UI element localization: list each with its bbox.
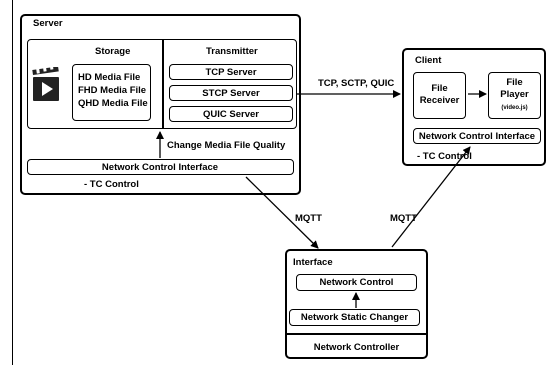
client-nci-box [413,128,541,144]
server-tc-control: - TC Control [84,179,139,190]
tcp-server-box [169,64,293,80]
tcp-server-label: TCP Server [205,66,257,78]
server-nci-box [27,159,294,175]
client-tc-control: - TC Control [417,151,472,162]
stcp-server-label: STCP Server [202,87,260,99]
mqtt-left-label: MQTT [295,213,322,224]
network-control-box [296,274,417,291]
network-controller-label: Network Controller [313,342,400,353]
quality-change-label: Change Media File Quality [167,140,286,151]
static-changer-label: Network Static Changer [300,312,409,323]
file-player-line2: Player [500,89,529,100]
quic-server-box [169,106,293,122]
protocols-label: TCP, SCTP, QUIC [318,78,395,89]
server-title: Server [33,18,63,29]
client-title: Client [415,55,442,66]
storage-title: Storage [95,46,131,57]
quic-server-label: QUIC Server [203,108,259,120]
file-receiver-line1: File [431,83,448,94]
interface-to-client-arrow [391,146,471,248]
interface-divider [285,333,428,335]
mqtt-right-label: MQTT [390,213,417,224]
network-control-label: Network Control [319,277,394,288]
file-player-line1: File [506,77,523,88]
media-files-box [72,64,151,121]
storage-divider [162,39,164,129]
clapperboard-play-icon [32,64,62,103]
interface-title: Interface [293,257,333,268]
static-changer-box [289,309,420,326]
file-receiver-box [413,72,466,119]
transmitter-title: Transmitter [206,46,258,57]
client-nci-label: Network Control Interface [418,130,536,142]
left-border [12,0,13,365]
server-to-interface-arrow [245,176,319,249]
server-nci-label: Network Control Interface [101,161,219,173]
media-file-fhd: FHD Media File [78,85,147,96]
media-file-hd: HD Media File [78,72,141,83]
file-player-box [488,72,541,119]
file-receiver-line2: Receiver [419,95,460,106]
stcp-server-box [169,85,293,101]
media-file-qhd: QHD Media File [78,98,148,109]
file-player-sub: (video.js) [501,105,528,111]
